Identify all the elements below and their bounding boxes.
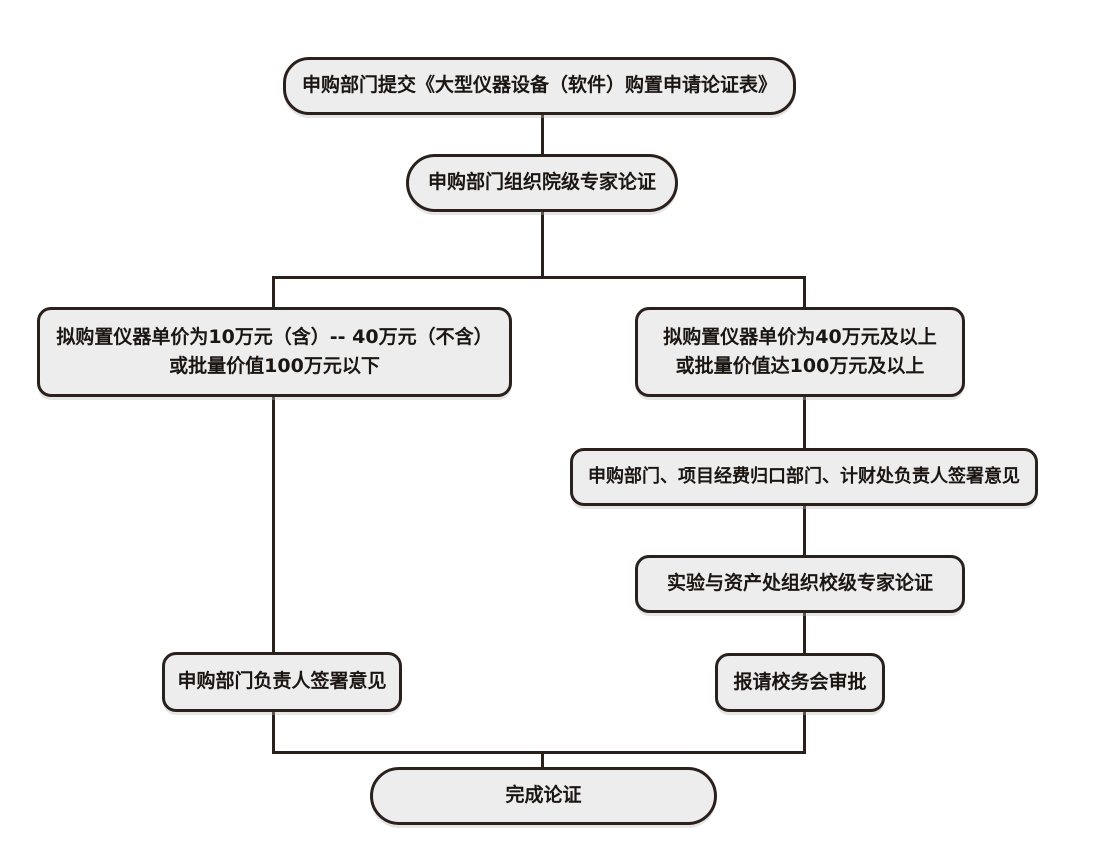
node-left-condition: 拟购置仪器单价为10万元（含）-- 40万元（不含） 或批量价值100万元以下 [37,307,512,397]
connector-submit-to-review [541,114,544,156]
node-school-council-approval: 报请校务会审批 [715,653,885,712]
connector-right-sign-to-school-review [803,504,806,558]
node-school-expert-review-label: 实验与资产处组织校级专家论证 [666,572,933,595]
node-left-sign-opinions-label: 申购部门负责人签署意见 [177,670,387,693]
connector-right-condition-to-right-sign [803,396,806,450]
connector-left-condition-to-left-sign [272,396,275,656]
node-left-condition-line2: 或批量价值100万元以下 [169,355,380,377]
node-dept-expert-review: 申购部门组织院级专家论证 [406,154,678,212]
node-school-expert-review: 实验与资产处组织校级专家论证 [635,555,965,613]
node-right-sign-opinions-label: 申购部门、项目经费归口部门、计财处负责人签署意见 [588,466,1020,488]
node-right-condition: 拟购置仪器单价为40万元及以上 或批量价值达100万元及以上 [635,307,965,397]
connector-school-review-to-approval [803,611,806,655]
node-complete-label: 完成论证 [505,784,582,807]
node-submit-label: 申购部门提交《大型仪器设备（软件）购置申请论证表》 [301,74,777,97]
node-left-condition-line1: 拟购置仪器单价为10万元（含）-- 40万元（不含） [56,325,493,348]
connector-approval-to-merge [803,710,806,754]
node-right-condition-line2: 或批量价值达100万元及以上 [675,355,925,377]
connector-left-sign-to-merge [272,710,275,754]
node-left-sign-opinions: 申购部门负责人签署意见 [162,652,402,712]
node-right-sign-opinions: 申购部门、项目经费归口部门、计财处负责人签署意见 [570,448,1038,506]
connector-merge-to-complete [541,751,544,769]
node-submit: 申购部门提交《大型仪器设备（软件）购置申请论证表》 [283,57,796,115]
node-complete: 完成论证 [370,767,717,825]
connector-split-horizontal [272,276,806,279]
node-right-condition-line1: 拟购置仪器单价为40万元及以上 [663,325,937,348]
connector-split-to-right-condition [803,276,806,310]
connector-review-to-split [541,211,544,279]
node-school-council-approval-label: 报请校务会审批 [733,670,867,693]
connector-split-to-left-condition [272,276,275,310]
connector-merge-horizontal [272,751,806,754]
node-dept-expert-review-label: 申购部门组织院级专家论证 [427,171,656,194]
